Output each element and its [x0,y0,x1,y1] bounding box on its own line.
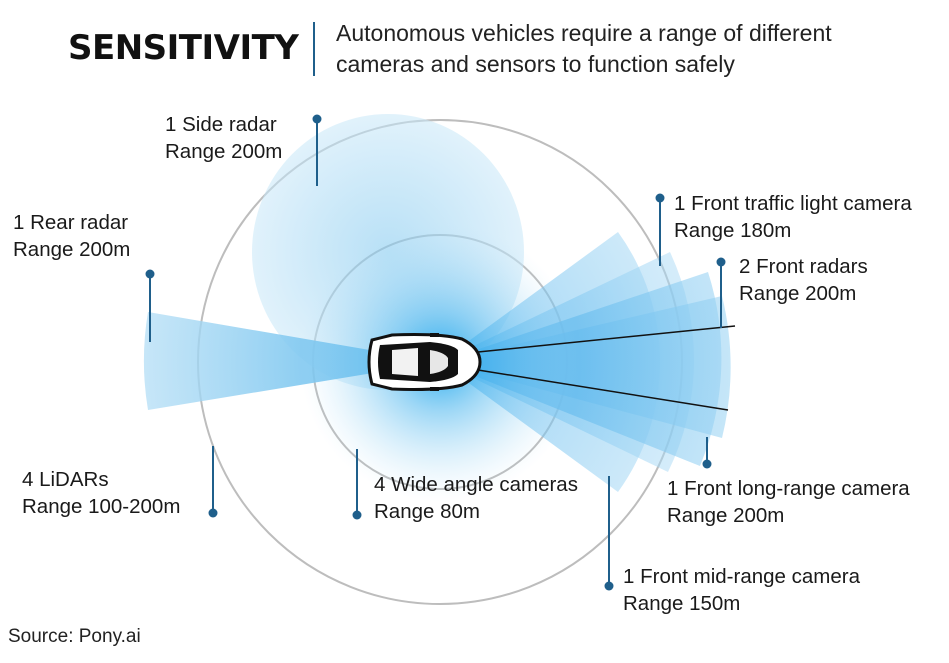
header-divider [313,22,315,76]
sensor-name: 1 Front long-range camera [667,477,910,500]
sensor-range: Range 80m [374,500,480,523]
car-icon [367,333,482,391]
header-subtitle: Autonomous vehicles require a range of d… [336,18,936,80]
label-traffic-light-camera: 1 Front traffic light camera Range 180m [674,190,912,244]
source-note: Source: Pony.ai [8,626,141,647]
pin-lidars [208,446,218,518]
label-rear-radar: 1 Rear radar Range 200m [13,209,130,263]
label-long-range-camera: 1 Front long-range camera Range 200m [667,475,910,529]
subtitle-line-2: cameras and sensors to function safely [336,51,735,77]
label-front-radars: 2 Front radars Range 200m [739,253,868,307]
sensor-range: Range 200m [739,282,857,305]
pin-traffic-light-camera [655,193,665,266]
rear-radar-coverage [143,312,440,410]
sensor-range: Range 100-200m [22,495,181,518]
pin-mid-range-camera [604,476,614,591]
pin-wide-cameras [352,449,362,520]
sensor-range: Range 200m [667,504,785,527]
pin-front-radars [716,257,726,328]
sensor-range: Range 150m [623,592,741,615]
sensor-name: 2 Front radars [739,255,868,278]
sensor-range: Range 200m [165,140,283,163]
pin-rear-radar [145,269,155,342]
pin-side-radar [312,114,322,186]
sensor-name: 1 Front mid-range camera [623,565,860,588]
long-range-camera-coverage [440,296,731,438]
front-radar-beam-2 [477,369,729,411]
sensor-range: Range 180m [674,219,792,242]
sensor-name: 4 LiDARs [22,468,109,491]
header-title: SENSITIVITY [68,28,299,68]
pin-long-range-camera [702,437,712,469]
sensor-range: Range 200m [13,238,131,261]
label-mid-range-camera: 1 Front mid-range camera Range 150m [623,563,860,617]
sensor-name: 4 Wide angle cameras [374,473,578,496]
label-lidars: 4 LiDARs Range 100-200m [22,466,180,520]
sensor-name: 1 Rear radar [13,211,129,234]
label-wide-cameras: 4 Wide angle cameras Range 80m [374,471,578,525]
sensor-name: 1 Side radar [165,113,277,136]
subtitle-line-1: Autonomous vehicles require a range of d… [336,20,832,46]
front-radar-beam-1 [477,325,736,353]
label-side-radar: 1 Side radar Range 200m [165,111,282,165]
sensor-name: 1 Front traffic light camera [674,192,912,215]
